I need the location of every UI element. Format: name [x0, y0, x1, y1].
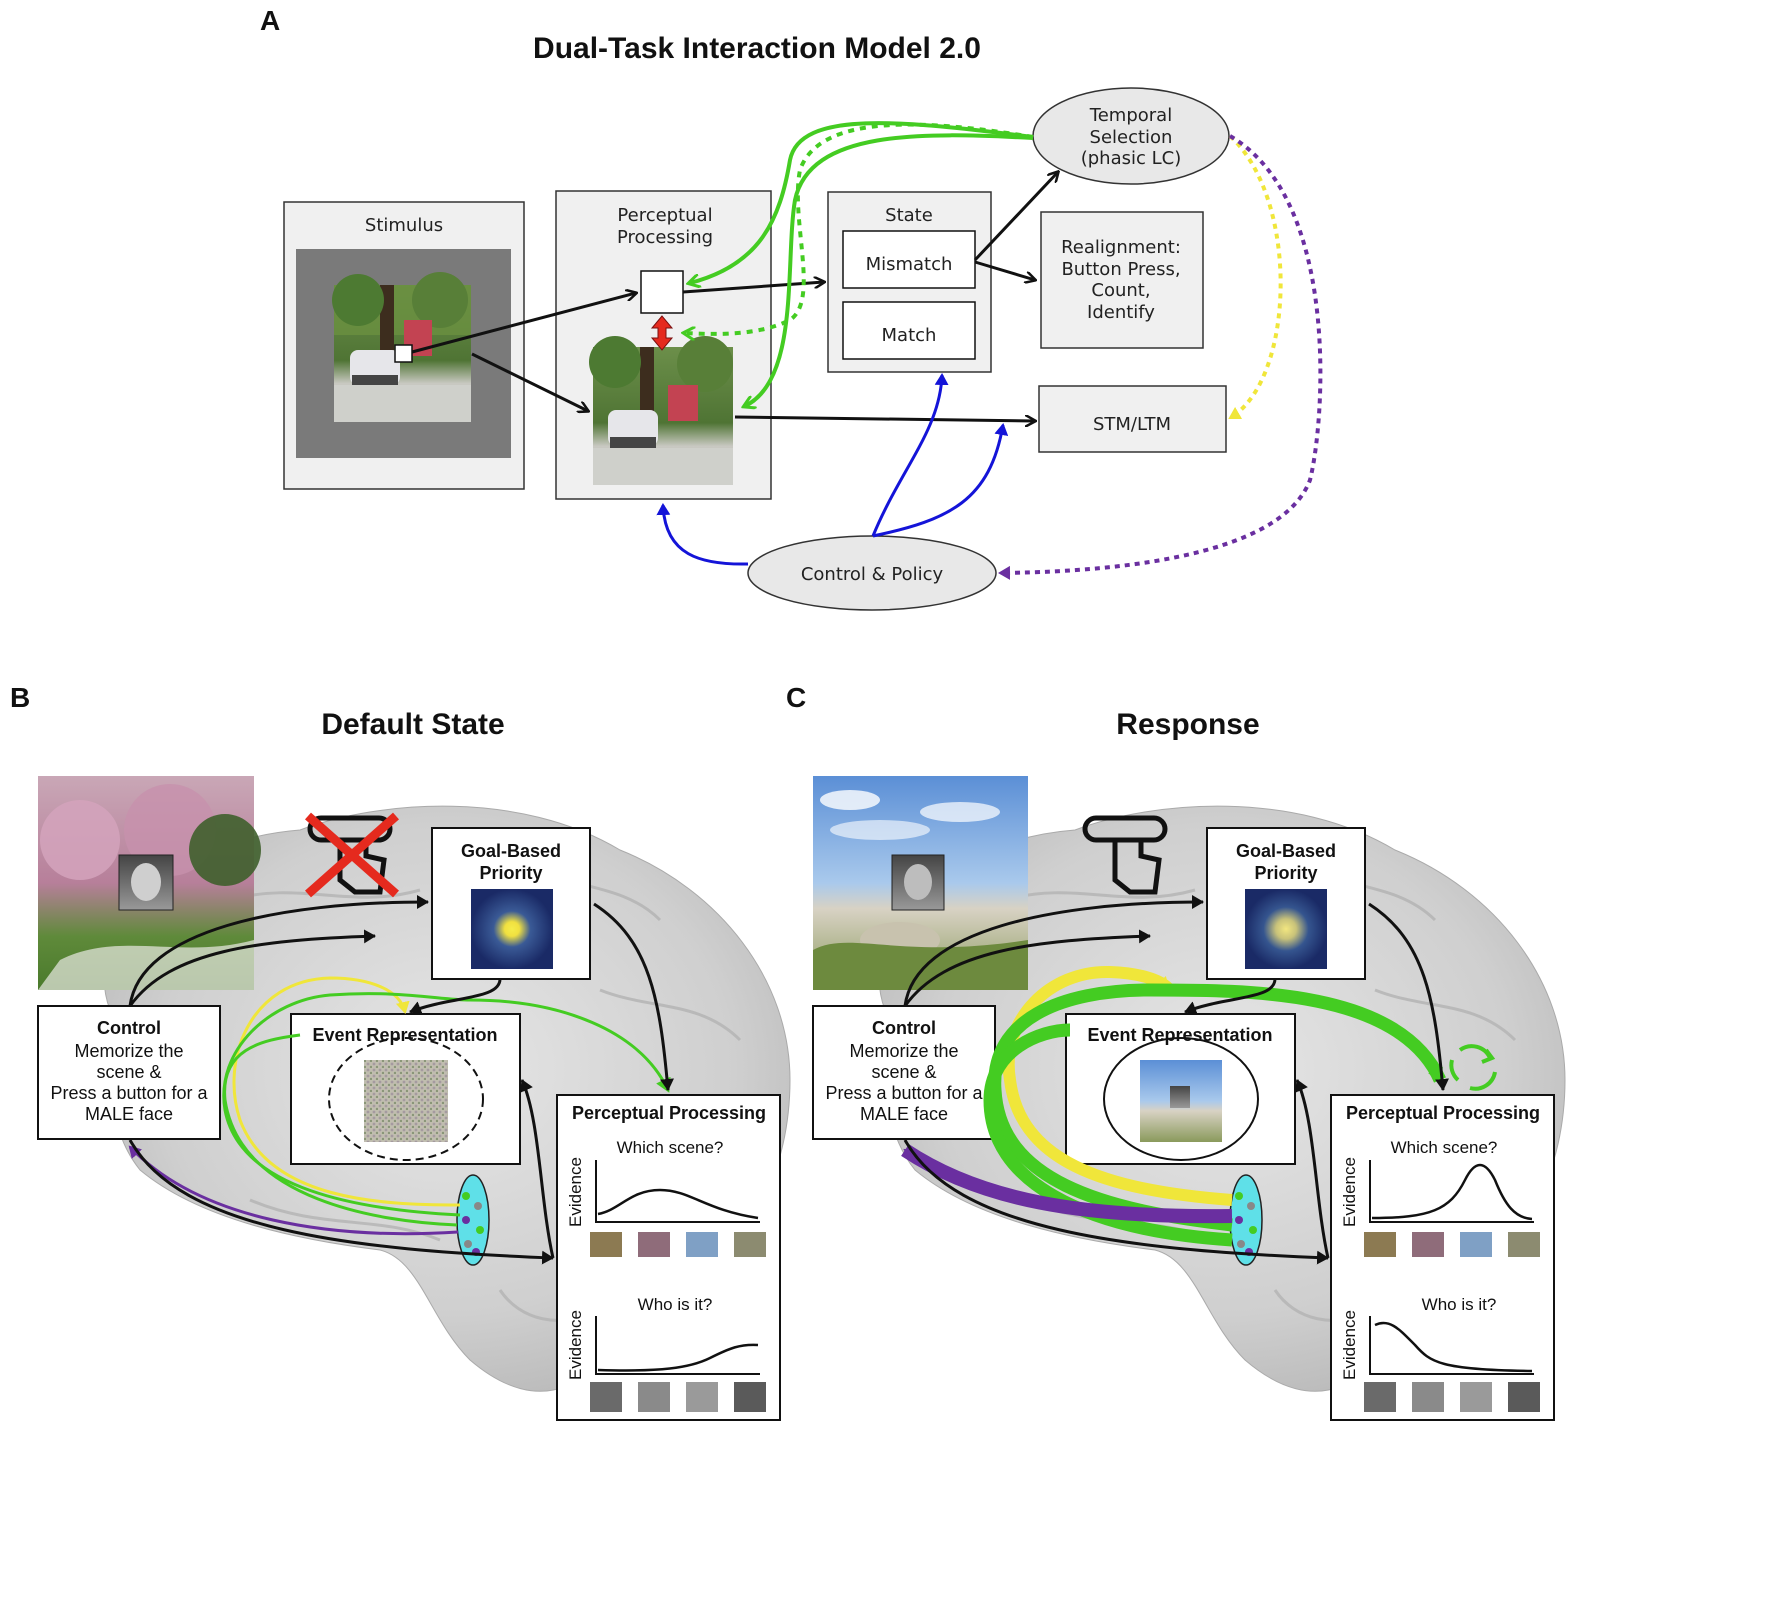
- perceptual-scene-image: [589, 336, 733, 485]
- event-representation-box-b: Event Representation: [290, 1013, 521, 1165]
- stm-label: STM/LTM: [1093, 414, 1171, 435]
- scene-thumbnails-b: [590, 1232, 766, 1257]
- goal-label-2-c: Priority: [1254, 863, 1317, 883]
- control-line4-b: MALE face: [85, 1104, 173, 1124]
- perceptual-label-b: Perceptual Processing: [572, 1103, 766, 1123]
- control-title-c: Control: [872, 1018, 936, 1038]
- panel-a-letter: A: [260, 5, 280, 36]
- panel-c-letter: C: [786, 682, 806, 713]
- control-line3-b: Press a button for a: [50, 1083, 208, 1103]
- temporal-label-1: Temporal: [1089, 105, 1172, 126]
- match-label: Match: [882, 325, 937, 346]
- attended-patch: [640, 270, 684, 314]
- realign-label-1: Realignment:: [1061, 237, 1181, 258]
- perceptual-label-2: Processing: [617, 227, 713, 248]
- control-box-c: Control Memorize the scene & Press a but…: [812, 1005, 996, 1140]
- priority-map-c: [1245, 889, 1327, 969]
- stimulus-label: Stimulus: [365, 215, 443, 236]
- stimulus-box: Stimulus: [283, 201, 525, 490]
- scene-thumbnails-c: [1364, 1232, 1540, 1257]
- face-thumbnails-b: [590, 1382, 766, 1412]
- panel-b-letter: B: [10, 682, 30, 713]
- scene-evidence-curve-c: [1371, 1163, 1533, 1221]
- panel-b-title: Default State: [321, 708, 504, 741]
- panel-b-colored-arrows: [128, 976, 671, 1236]
- feature-map-b: [456, 1174, 490, 1266]
- control-box-b: Control Memorize the scene & Press a but…: [37, 1005, 221, 1140]
- panel-a: A Dual-Task Interaction Model 2.0 Stimul…: [260, 5, 1323, 611]
- scene-desert-image: [813, 776, 1028, 990]
- event-representation-box-c: Event Representation: [1065, 1013, 1296, 1165]
- which-scene-b: Which scene?: [617, 1138, 724, 1157]
- priority-map-b: [471, 889, 553, 969]
- panel-a-title: Dual-Task Interaction Model 2.0: [533, 32, 981, 65]
- control-title-b: Control: [97, 1018, 161, 1038]
- event-label-b: Event Representation: [312, 1025, 497, 1045]
- who-is-it-c: Who is it?: [1422, 1295, 1497, 1314]
- panel-c-colored-arrows: [901, 965, 1446, 1247]
- event-label-c: Event Representation: [1087, 1025, 1272, 1045]
- panel-c: C Response Goa: [786, 682, 1566, 1421]
- perceptual-label-1: Perceptual: [617, 205, 712, 226]
- button-press-icon: [1082, 815, 1168, 895]
- realign-label-3: Count,: [1091, 280, 1150, 301]
- state-box: State Mismatch Match: [827, 191, 992, 373]
- evidence-2-b: Evidence: [566, 1310, 585, 1380]
- control-line1-b: Memorize the: [74, 1041, 183, 1061]
- button-press-crossed-icon: [305, 812, 399, 898]
- goal-label-2-b: Priority: [479, 863, 542, 883]
- panel-a-blue-arrows: [656, 373, 1009, 566]
- mismatch-label: Mismatch: [866, 254, 953, 275]
- goal-priority-box-c: Goal-Based Priority: [1206, 827, 1366, 980]
- face-evidence-curve-c: [1374, 1321, 1533, 1373]
- panel-a-green-arrows: [685, 121, 1034, 406]
- control-line3-c: Press a button for a: [825, 1083, 983, 1103]
- panel-a-dotted-arrows: [998, 134, 1323, 580]
- evidence-1-b: Evidence: [566, 1157, 585, 1227]
- state-label: State: [885, 205, 933, 226]
- panel-c-black-arrows: [903, 895, 1449, 1265]
- evidence-2-c: Evidence: [1340, 1310, 1359, 1380]
- stimulus-scene-image: [332, 272, 471, 422]
- stm-ltm-box: STM/LTM: [1038, 385, 1227, 453]
- clear-scene-image: [1140, 1060, 1222, 1142]
- realignment-box: Realignment: Button Press, Count, Identi…: [1040, 211, 1204, 349]
- temporal-label-2: Selection: [1090, 127, 1173, 148]
- control-policy-node: Control & Policy: [747, 535, 997, 611]
- match-box: [842, 301, 976, 360]
- perceptual-box-c: Perceptual Processing Which scene? Evide…: [1330, 1094, 1555, 1421]
- degraded-scene-image: [364, 1060, 448, 1142]
- perceptual-processing-box: Perceptual Processing: [555, 190, 772, 500]
- panel-c-title: Response: [1116, 708, 1259, 741]
- feature-map-c: [1229, 1174, 1263, 1266]
- evidence-1-c: Evidence: [1340, 1157, 1359, 1227]
- scene-evidence-curve-b: [597, 1188, 759, 1220]
- which-scene-c: Which scene?: [1391, 1138, 1498, 1157]
- goal-label-1-b: Goal-Based: [461, 841, 561, 861]
- perceptual-label-c: Perceptual Processing: [1346, 1103, 1540, 1123]
- control-line2-c: scene &: [871, 1062, 936, 1082]
- panel-a-black-arrows: [411, 172, 1058, 421]
- control-policy-label: Control & Policy: [801, 564, 944, 585]
- face-thumbnails-c: [1364, 1382, 1540, 1412]
- attention-window: [394, 344, 413, 363]
- panel-b: B Default State: [10, 682, 791, 1421]
- refresh-cycle-icon: [1449, 1044, 1497, 1091]
- red-double-arrow: [650, 315, 674, 351]
- control-line4-c: MALE face: [860, 1104, 948, 1124]
- temporal-label-3: (phasic LC): [1081, 148, 1182, 169]
- panel-b-black-arrows: [128, 895, 674, 1265]
- face-evidence-curve-b: [597, 1343, 759, 1372]
- realign-label-4: Identify: [1087, 302, 1155, 323]
- realign-label-2: Button Press,: [1061, 259, 1180, 280]
- temporal-selection-node: Temporal Selection (phasic LC): [1032, 87, 1230, 185]
- goal-label-1-c: Goal-Based: [1236, 841, 1336, 861]
- perceptual-box-b: Perceptual Processing Which scene? Evide…: [556, 1094, 781, 1421]
- scene-blossom-image: [38, 776, 261, 990]
- goal-priority-box-b: Goal-Based Priority: [431, 827, 591, 980]
- who-is-it-b: Who is it?: [638, 1295, 713, 1314]
- control-line2-b: scene &: [96, 1062, 161, 1082]
- control-line1-c: Memorize the: [849, 1041, 958, 1061]
